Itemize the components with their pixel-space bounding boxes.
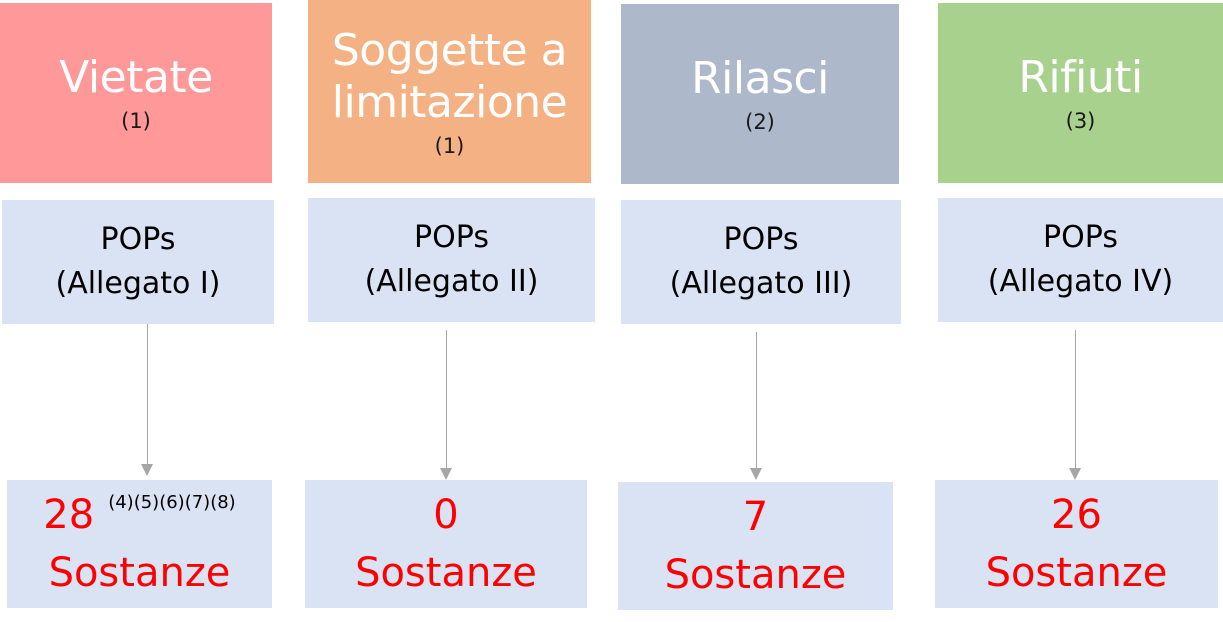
arrow-down-icon (440, 468, 452, 480)
category-annex: (Allegato III) (669, 266, 853, 301)
header-footnote: (2) (745, 110, 775, 134)
category-box-allegato-iii: POPs (Allegato III) (621, 200, 901, 324)
header-footnote: (3) (1065, 109, 1096, 133)
arrow-down-icon (1069, 468, 1081, 480)
category-annex: (Allegato I) (55, 266, 221, 301)
category-label: POPs (1043, 220, 1118, 255)
category-box-allegato-i: POPs (Allegato I) (2, 200, 274, 324)
substance-label: Sostanze (985, 550, 1168, 596)
substance-count: 26 (1051, 492, 1102, 538)
header-title: Rilasci (691, 53, 829, 104)
category-annex: (Allegato IV) (987, 264, 1174, 299)
substance-count: 0 (433, 492, 459, 538)
substance-label: Sostanze (664, 552, 847, 598)
category-box-allegato-ii: POPs (Allegato II) (308, 198, 595, 322)
header-rilasci: Rilasci (2) (621, 4, 899, 184)
substance-label: Sostanze (355, 550, 537, 596)
count-box-soggette: 0 Sostanze (305, 480, 587, 608)
category-box-allegato-iv: POPs (Allegato IV) (938, 198, 1223, 322)
category-annex: (Allegato II) (364, 264, 539, 299)
header-rifiuti: Rifiuti (3) (938, 3, 1223, 183)
substance-count: 7 (742, 494, 769, 540)
arrow-down-icon (750, 468, 762, 480)
arrow-down-icon (141, 464, 153, 476)
count-box-rilasci: 7 Sostanze (618, 482, 893, 610)
connector-line (147, 324, 148, 464)
header-footnote: (1) (121, 109, 151, 133)
footnote-refs: (4)(5)(6)(7)(8) (108, 492, 236, 513)
header-soggette-a-limitazione: Soggette a limitazione (1) (308, 0, 591, 183)
count-box-rifiuti: 26 Sostanze (935, 480, 1218, 608)
category-label: POPs (723, 222, 799, 257)
count-box-vietate: 28 (4)(5)(6)(7)(8) Sostanze (7, 480, 272, 608)
category-label: POPs (100, 222, 176, 257)
connector-line (1075, 330, 1076, 468)
connector-line (756, 332, 757, 468)
substance-count: 28 (43, 492, 95, 538)
header-title: Vietate (59, 52, 213, 103)
header-title: Soggette a limitazione (331, 24, 568, 128)
category-label: POPs (414, 220, 489, 255)
header-vietate: Vietate (1) (0, 3, 272, 183)
header-title: Rifiuti (1018, 52, 1143, 103)
header-footnote: (1) (434, 133, 465, 158)
substance-label: Sostanze (48, 550, 231, 596)
connector-line (446, 330, 447, 468)
